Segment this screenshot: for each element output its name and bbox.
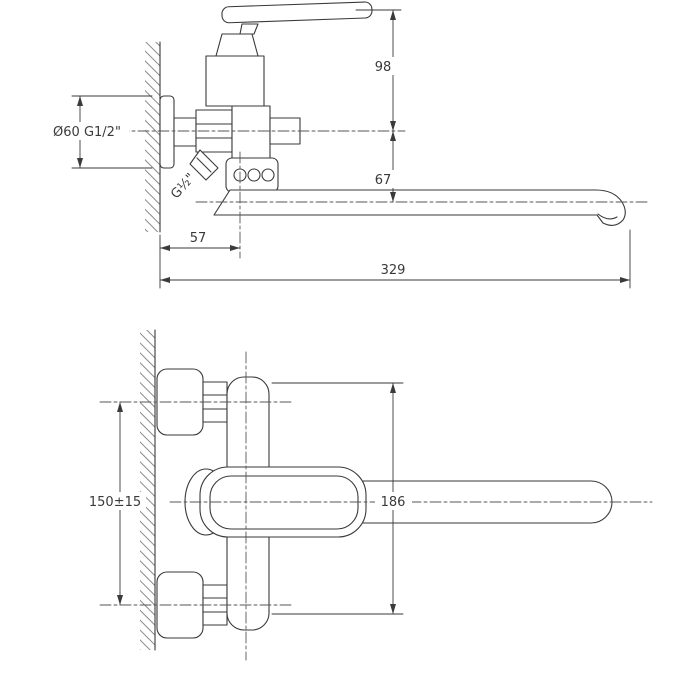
dimensions-side: 98 67 Ø60 G1/2" G½" 57 329 (45, 9, 631, 289)
lever-handle-side (221, 1, 373, 24)
dimension-text-masks-plan (84, 492, 412, 510)
wall-flange (159, 95, 175, 169)
label-flange-thread: Ø60 G1/2" (53, 125, 121, 140)
wall-section-side (145, 41, 161, 233)
dim-186: 186 (381, 495, 406, 510)
wall-hatch (140, 330, 155, 650)
dim-57: 57 (190, 231, 207, 246)
faucet-side (159, 1, 626, 226)
spout-side (213, 189, 626, 226)
dimension-arrows-side (77, 10, 630, 283)
shower-outlet (189, 149, 219, 181)
side-view: 98 67 Ø60 G1/2" G½" 57 329 (45, 1, 651, 289)
body-upper (205, 55, 265, 107)
wall-section-plan (140, 329, 156, 651)
lever-handle-plan (184, 466, 367, 538)
dim-329: 329 (381, 263, 406, 278)
diverter-block (225, 157, 279, 193)
wall-hatch (145, 42, 160, 232)
dimension-text-masks-side (45, 57, 398, 188)
lever-neck (239, 23, 259, 35)
faucet-plan (156, 368, 613, 639)
plan-view: 150±15 186 (84, 329, 653, 661)
label-outlet-thread: G½" (168, 171, 198, 202)
cartridge-dome (215, 33, 259, 57)
dim-98: 98 (375, 60, 392, 75)
center-lines-side (57, 130, 651, 259)
body-inlet-block (231, 105, 271, 159)
dimension-arrows-plan (117, 383, 396, 614)
dim-centers: 150±15 (89, 495, 141, 510)
inlet-pipe (173, 117, 197, 147)
dim-67: 67 (375, 173, 392, 188)
dimensions-plan: 150±15 186 (84, 382, 412, 615)
